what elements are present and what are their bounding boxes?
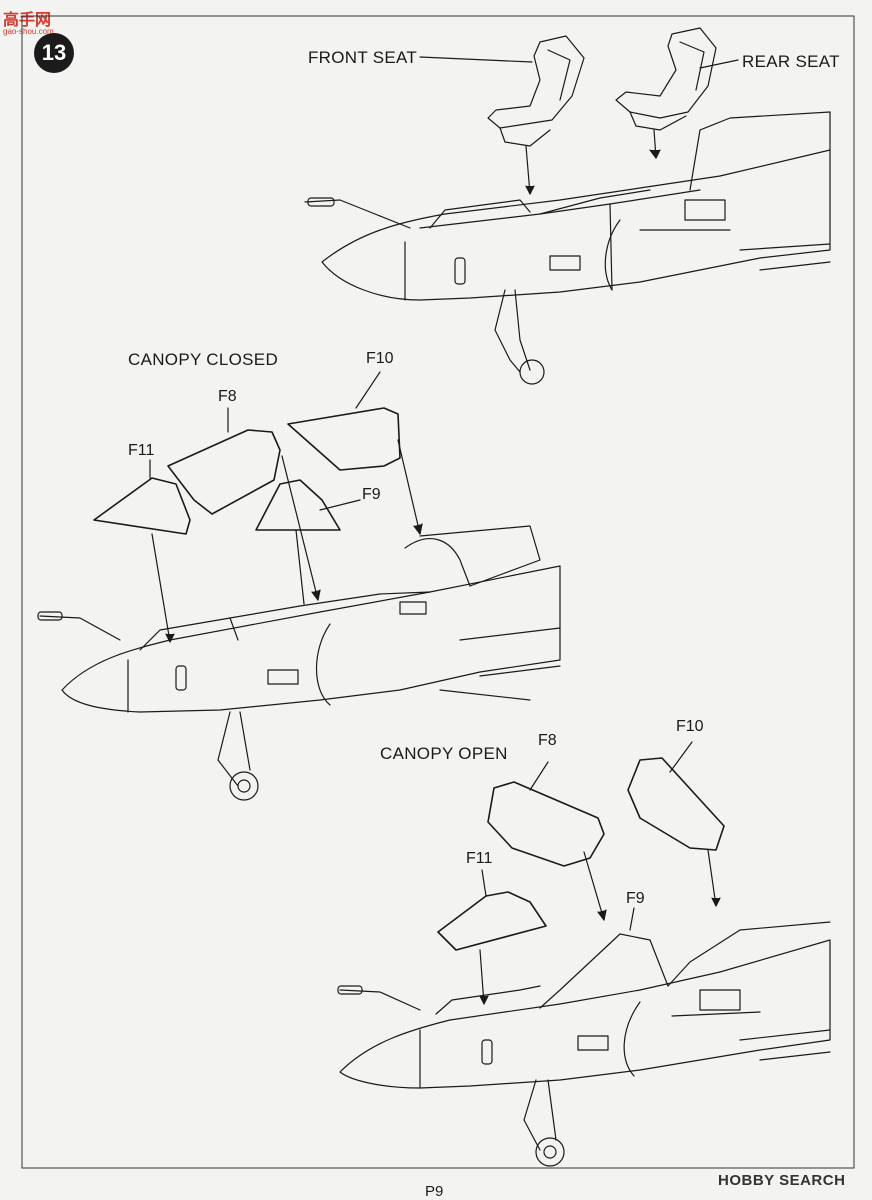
part-f11-closed bbox=[93, 477, 191, 535]
part-f8-open bbox=[487, 781, 605, 867]
front-seat-part bbox=[487, 35, 585, 147]
part-label-f11-open: F11 bbox=[466, 850, 493, 867]
part-label-f9-open: F9 bbox=[626, 890, 645, 907]
part-label-f8-closed: F8 bbox=[218, 388, 237, 405]
front-seat-label: FRONT SEAT bbox=[308, 48, 418, 67]
rear-seat-label: REAR SEAT bbox=[742, 52, 840, 71]
f10-closed-arrow bbox=[397, 439, 421, 535]
rear-seat-part bbox=[615, 27, 717, 131]
hobby-search-watermark: HOBBY SEARCH bbox=[718, 1172, 846, 1189]
page-number: P9 bbox=[425, 1183, 444, 1200]
rear-seat-leader bbox=[699, 59, 739, 69]
site-watermark-url: gao-shou.com bbox=[3, 27, 54, 36]
part-label-f10-closed: F10 bbox=[366, 350, 394, 367]
page-border bbox=[21, 15, 855, 1169]
canopy-closed-title: CANOPY CLOSED bbox=[128, 350, 279, 369]
part-f10-open bbox=[627, 757, 725, 851]
front-seat-leader bbox=[419, 56, 533, 63]
f8-open-arrow bbox=[583, 851, 605, 921]
aircraft-nose-seats-view bbox=[304, 111, 831, 385]
f10-open-arrow bbox=[707, 849, 717, 907]
aircraft-canopy-closed-view bbox=[37, 525, 561, 801]
part-f10-closed bbox=[287, 407, 401, 471]
part-label-f11-closed: F11 bbox=[128, 442, 155, 459]
part-f11-open bbox=[437, 891, 547, 951]
part-label-f9-closed: F9 bbox=[362, 486, 381, 503]
step-number-badge: 13 bbox=[34, 33, 74, 73]
aircraft-canopy-open-view bbox=[337, 921, 831, 1167]
part-label-f10-open: F10 bbox=[676, 718, 704, 735]
f8-closed-arrow bbox=[281, 455, 319, 601]
part-f8-closed bbox=[167, 429, 281, 515]
part-label-f8-open: F8 bbox=[538, 732, 557, 749]
f11-open-arrow bbox=[479, 949, 485, 1005]
f11-closed-arrow bbox=[151, 533, 171, 643]
part-f9-closed bbox=[255, 479, 341, 531]
canopy-open-title: CANOPY OPEN bbox=[380, 744, 508, 763]
f9-closed-arrow bbox=[295, 529, 305, 605]
